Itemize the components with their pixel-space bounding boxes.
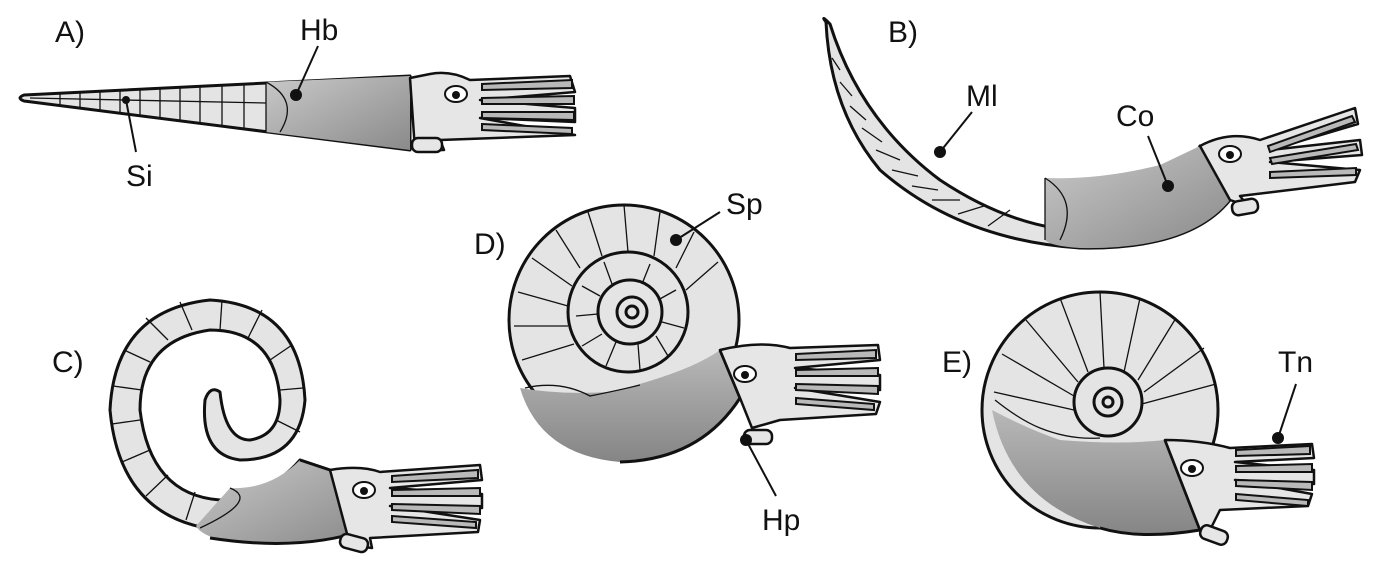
panel-label-d: D) (474, 228, 506, 261)
involute-tentacles (1235, 444, 1313, 508)
label-pointers (122, 45, 1297, 497)
label-co: Co (1116, 100, 1154, 133)
label-tn: Tn (1278, 346, 1313, 379)
label-si: Si (126, 160, 153, 193)
orthocone-illustration (18, 71, 577, 154)
panel-label-c: C) (52, 346, 84, 379)
evolute-ribs (514, 204, 719, 371)
gyrocone-illustration (108, 298, 484, 554)
gyrocone-tentacles (391, 468, 481, 530)
panel-label-e: E) (942, 346, 972, 379)
involute-ribs (993, 291, 1217, 411)
evolute-tentacles (795, 348, 879, 412)
evolute-ammonoid-illustration (507, 203, 882, 464)
label-hp: Hp (762, 504, 800, 537)
label-hb: Hb (300, 14, 338, 47)
cyrtocone-illustration (822, 17, 1364, 250)
involute-ammonoid-illustration (980, 290, 1316, 546)
orthocone-tentacles (481, 78, 575, 136)
label-ml: Ml (966, 80, 998, 113)
panel-label-b: B) (888, 16, 918, 49)
orthocone-septa (29, 82, 267, 132)
cyrtocone-tentacles (1266, 114, 1360, 180)
panel-label-a: A) (55, 16, 85, 49)
gyrocone-septa (111, 299, 304, 521)
cyrtocone-septa (831, 57, 1046, 240)
label-sp: Sp (726, 188, 763, 221)
